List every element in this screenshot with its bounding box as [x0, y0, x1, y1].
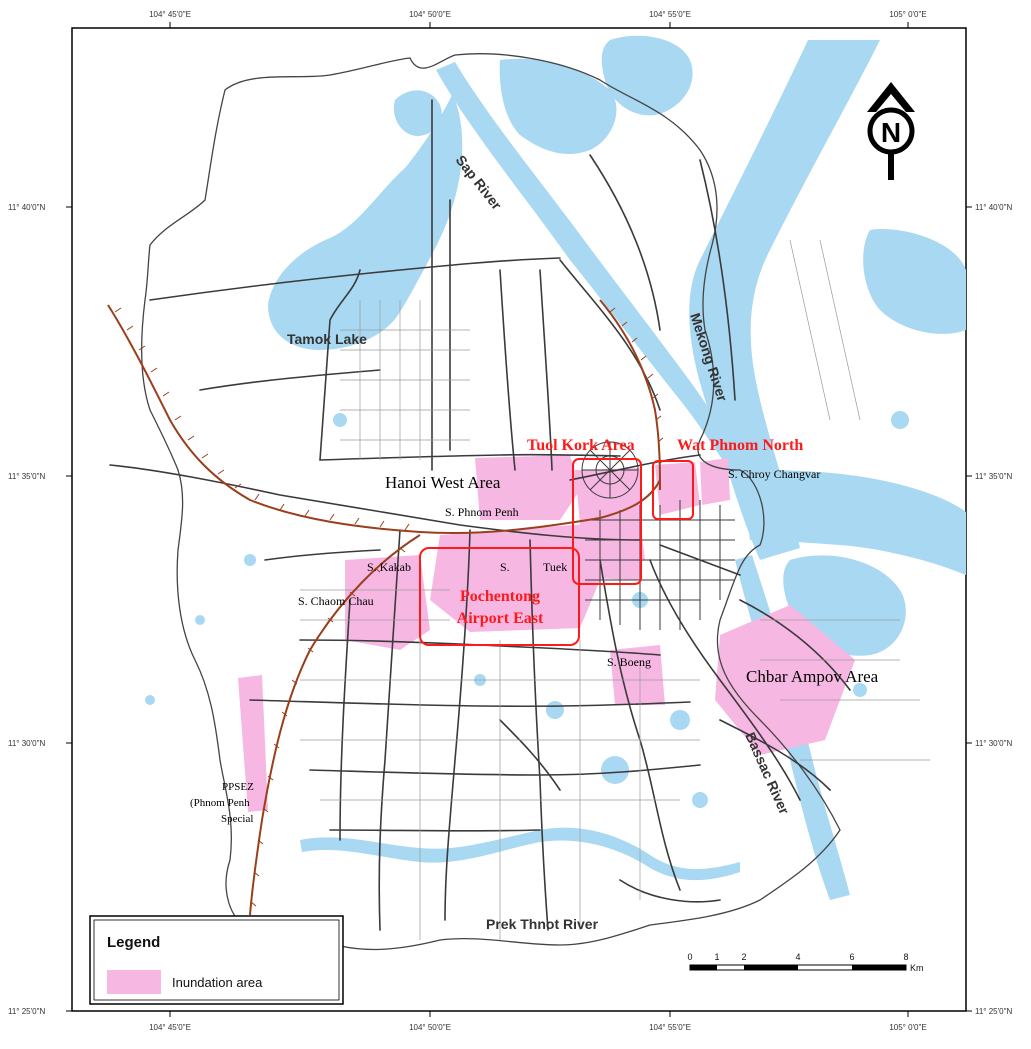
lat-label: 11° 40'0"N [8, 203, 45, 212]
ppsez-label: (Phnom Penh [190, 797, 250, 809]
lon-label: 104° 50'0"E [409, 10, 451, 19]
pochentong-label: Airport East [457, 610, 544, 627]
lon-label: 104° 45'0"E [149, 10, 191, 19]
lon-label: 105° 0'0"E [889, 10, 926, 19]
chbar-ampov-area-label: Chbar Ampov Area [746, 667, 879, 686]
legend: Legend Inundation area [89, 915, 344, 1005]
east-marsh [863, 229, 966, 334]
lat-label: 11° 35'0"N [8, 472, 45, 481]
north-arrow: N [867, 82, 915, 180]
scale-bar: 0 1 2 4 6 8 Km [687, 952, 923, 973]
tuol-kork-box[interactable] [572, 458, 642, 585]
prek-thnot-river [300, 827, 740, 881]
lat-label: 11° 40'0"N [975, 203, 1012, 212]
tamok-lake-label: Tamok Lake [287, 331, 367, 347]
legend-title: Legend [107, 934, 160, 951]
tuek-label: Tuek [543, 560, 567, 574]
phnom-penh-label: S. Phnom Penh [445, 505, 519, 519]
mekong-lower [740, 470, 966, 575]
pond [670, 710, 690, 730]
pond [195, 615, 205, 625]
scale-tick: 2 [741, 952, 746, 962]
scale-tick: 6 [849, 952, 854, 962]
lon-label: 105° 0'0"E [889, 1023, 926, 1032]
city-boundary [141, 53, 841, 951]
pond [853, 683, 867, 697]
tamok-lake [268, 95, 463, 350]
graticule-ticks [66, 22, 972, 1017]
pond [601, 756, 629, 784]
lon-label: 104° 55'0"E [649, 10, 691, 19]
chaom-chau-label: S. Chaom Chau [298, 594, 374, 608]
ppsez-label: Special [221, 813, 253, 825]
wat-phnom-box[interactable] [652, 460, 694, 520]
north-arrow-icon [867, 82, 915, 112]
wat-phnom-label: Wat Phnom North [677, 437, 803, 454]
lat-label: 11° 30'0"N [975, 739, 1012, 748]
pochentong-label: Pochentong [460, 588, 540, 605]
lat-labels-left: 11° 40'0"N 11° 35'0"N 11° 30'0"N 11° 25'… [8, 203, 45, 1016]
s-label: S. [500, 560, 510, 574]
pond [244, 554, 256, 566]
lat-label: 11° 25'0"N [975, 1007, 1012, 1016]
railway [107, 299, 661, 916]
inundation-hanoi-west [475, 455, 580, 520]
scale-tick: 4 [795, 952, 800, 962]
inundation-chroy [700, 458, 730, 505]
lon-label: 104° 55'0"E [649, 1023, 691, 1032]
northeast-marsh [601, 35, 693, 116]
mekong-river [689, 40, 880, 560]
inundation-wat-phnom [655, 462, 700, 515]
tuol-kork-label: Tuol Kork Area [527, 437, 635, 454]
inundation-boeng [610, 645, 665, 705]
sap-river [436, 62, 745, 470]
inundation-tuol-kork [575, 468, 640, 580]
west-pond [393, 90, 442, 136]
minor-roads [300, 239, 930, 940]
pond [145, 695, 155, 705]
scale-unit: Km [910, 963, 924, 973]
chroy-changvar-label: S. Chroy Changvar [728, 467, 820, 481]
lat-label: 11° 25'0"N [8, 1007, 45, 1016]
lat-labels-right: 11° 40'0"N 11° 35'0"N 11° 30'0"N 11° 25'… [975, 203, 1012, 1016]
northern-marsh [499, 58, 617, 155]
scale-tick: 1 [714, 952, 719, 962]
railway-ties [114, 307, 665, 907]
north-letter: N [881, 117, 901, 148]
prek-thnot-river-label: Prek Thnot River [486, 916, 599, 932]
boeng-label: S. Boeng [607, 655, 651, 669]
ppsez-label: PPSEZ [222, 781, 254, 793]
road-network [109, 99, 851, 931]
pond [891, 411, 909, 429]
inundation-ppsez [238, 675, 268, 812]
pond [333, 413, 347, 427]
pond [546, 701, 564, 719]
pochentong-box[interactable] [419, 547, 580, 646]
inundation-swatch [107, 970, 161, 994]
scale-tick: 8 [903, 952, 908, 962]
lon-label: 104° 50'0"E [409, 1023, 451, 1032]
hanoi-west-area-label: Hanoi West Area [385, 473, 501, 492]
focus-area-boxes [419, 458, 694, 646]
water-bodies [145, 35, 966, 900]
lon-labels-top: 104° 45'0"E 104° 50'0"E 104° 55'0"E 105°… [149, 10, 927, 19]
scale-tick: 0 [687, 952, 692, 962]
kakab-label: S. Kakab [367, 560, 411, 574]
lat-label: 11° 35'0"N [975, 472, 1012, 481]
lat-label: 11° 30'0"N [8, 739, 45, 748]
lon-label: 104° 45'0"E [149, 1023, 191, 1032]
lon-labels-bottom: 104° 45'0"E 104° 50'0"E 104° 55'0"E 105°… [149, 1023, 927, 1032]
inundation-chbar-ampov [715, 605, 855, 755]
legend-item-label: Inundation area [172, 975, 263, 990]
pond [692, 792, 708, 808]
